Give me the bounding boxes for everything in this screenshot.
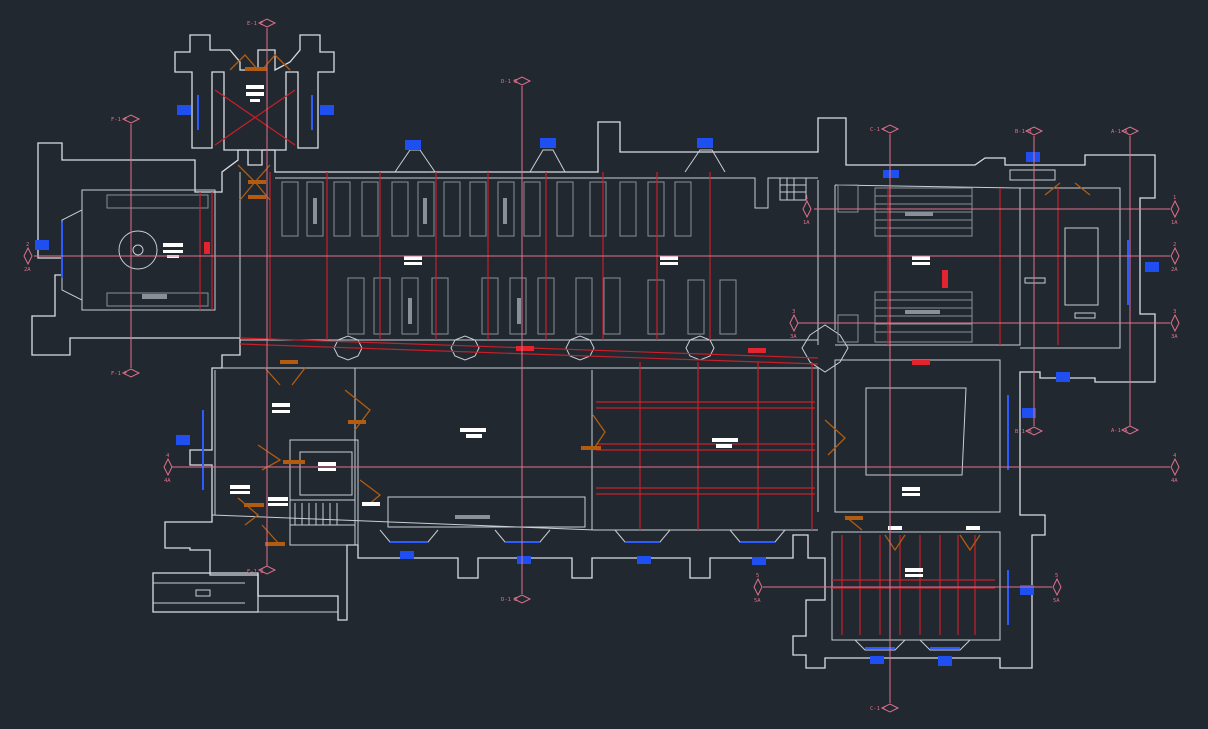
structural-fills — [204, 242, 948, 365]
svg-text:3: 3 — [1173, 309, 1176, 315]
windows — [35, 95, 1159, 666]
svg-text:1: 1 — [1173, 195, 1176, 201]
svg-text:4: 4 — [1173, 453, 1177, 459]
exterior-walls — [31, 34, 1156, 669]
svg-text:2A: 2A — [1171, 267, 1178, 273]
svg-text:D-1 D: D-1 D — [501, 79, 518, 85]
svg-text:1A: 1A — [1171, 220, 1178, 226]
svg-text:2A: 2A — [24, 267, 31, 273]
grid-labels: E-1 E E-1 E F-1 F F-1 F D-1 D D-1 D C-1 … — [24, 21, 1178, 712]
svg-text:2: 2 — [1173, 242, 1176, 248]
room-tags — [163, 85, 980, 577]
svg-text:1A: 1A — [803, 220, 810, 226]
svg-text:4: 4 — [166, 453, 170, 459]
svg-text:B-1 B: B-1 B — [1015, 129, 1032, 135]
svg-text:5: 5 — [1055, 573, 1058, 579]
svg-text:C-1 C: C-1 C — [870, 127, 887, 133]
furniture-marks — [142, 198, 940, 519]
svg-text:3A: 3A — [1171, 334, 1178, 340]
svg-text:4A: 4A — [164, 478, 171, 484]
svg-text:1: 1 — [805, 195, 808, 201]
svg-text:5A: 5A — [1053, 598, 1060, 604]
svg-text:E-1 E: E-1 E — [247, 21, 264, 27]
svg-text:2: 2 — [26, 242, 29, 248]
nave-benches — [281, 181, 859, 343]
svg-text:3A: 3A — [790, 334, 797, 340]
svg-text:4A: 4A — [1171, 478, 1178, 484]
svg-text:A-1 A: A-1 A — [1111, 129, 1128, 135]
svg-text:A-1 A: A-1 A — [1111, 428, 1128, 434]
svg-text:B-1 B: B-1 B — [1015, 429, 1032, 435]
svg-text:E-1 E: E-1 E — [247, 569, 264, 575]
grid-markers — [23, 18, 1180, 713]
svg-text:C-1 C: C-1 C — [870, 706, 887, 712]
svg-text:D-1 D: D-1 D — [501, 597, 518, 603]
svg-text:F-1 F: F-1 F — [111, 371, 128, 377]
svg-text:3: 3 — [792, 309, 795, 315]
doors — [229, 54, 1091, 552]
svg-text:F-1 F: F-1 F — [111, 117, 128, 123]
grid-lines — [34, 28, 1170, 703]
svg-text:5A: 5A — [754, 598, 761, 604]
svg-text:5: 5 — [756, 573, 759, 579]
